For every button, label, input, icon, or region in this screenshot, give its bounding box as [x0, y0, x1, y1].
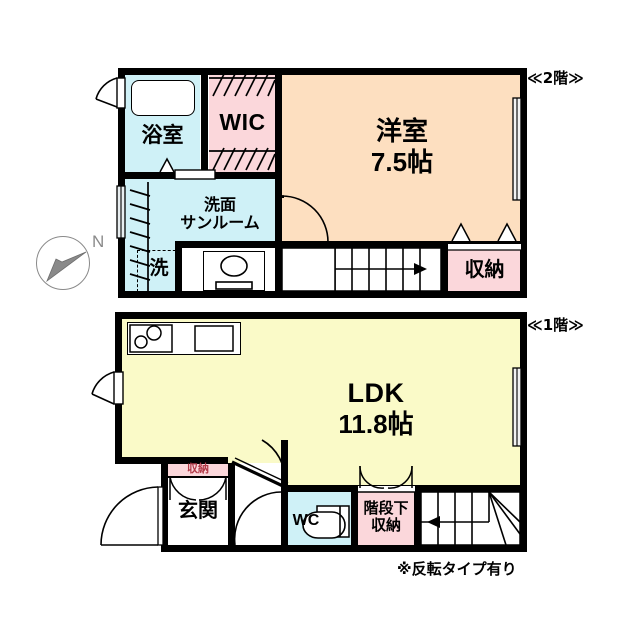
wall-2f-bath-bottom [118, 172, 208, 179]
mirrored-type-note: ※反転タイプ有り [397, 560, 517, 578]
label-laundry: 洗 [149, 257, 169, 279]
wall-2f-left [118, 68, 125, 298]
wall-2f-stair-top [282, 241, 527, 248]
wall-1f-left-upper [115, 312, 122, 463]
stair-area-2f [282, 247, 448, 294]
wall-1f-lower-strip-top [281, 485, 521, 492]
stair-area-1f [421, 492, 521, 552]
room-fill-ldk-ext [288, 440, 521, 488]
label-ldk: LDK [347, 378, 405, 408]
wall-2f-wic-bottom [201, 172, 282, 179]
room-fill-laundry [124, 247, 182, 294]
wall-1f-right [520, 312, 527, 552]
vanity-basin-icon [215, 255, 253, 290]
wall-1f-top [115, 312, 527, 319]
compass-rose: N [36, 232, 116, 296]
wall-2f-bath-wic [201, 68, 208, 179]
room-fill-understair [358, 492, 415, 552]
wall-1f-ldk-bottom-left [115, 457, 228, 464]
wall-1f-understair-right [414, 485, 421, 552]
label-wic: WIC [219, 109, 266, 135]
bathtub [131, 80, 195, 116]
wall-2f-bottom [118, 291, 527, 298]
label-washroom: 洗面 サンルーム [180, 195, 260, 232]
wall-1f-ldk-step [281, 440, 288, 492]
hall-1f [228, 486, 284, 552]
wall-2f-wic-bedroom [275, 68, 282, 179]
compass-north-label: N [92, 232, 105, 251]
wall-2f-left-lower [118, 241, 125, 298]
wall-1f-entrance-right [228, 463, 235, 552]
floor-label-2f: ≪2階≫ [527, 69, 584, 87]
wall-2f-top [118, 68, 527, 75]
label-entrance: 玄関 [178, 498, 218, 522]
wall-2f-laundry-right [175, 241, 182, 298]
front-door [100, 486, 164, 546]
label-bedroom: 洋室 [375, 117, 428, 147]
label-entrance-closet: 収納 [187, 462, 209, 475]
wall-2f-right [520, 68, 527, 298]
wall-2f-hall-bedroom [275, 172, 282, 247]
label-closet-2f: 収納 [464, 257, 505, 281]
wall-1f-entrance-left [161, 457, 168, 552]
room-fill-closet-2f [448, 247, 521, 294]
kitchen-appliance-icons [129, 324, 234, 353]
room-fill-entrance-closet [168, 462, 228, 476]
label-ldk-size: 11.8帖 [338, 409, 414, 439]
label-bedroom-size: 7.5帖 [370, 147, 434, 177]
floor-label-1f: ≪1階≫ [527, 316, 584, 334]
wall-2f-closet-left [441, 241, 448, 298]
compass-needle [46, 251, 87, 283]
wall-1f-bottom [161, 545, 527, 552]
label-understair: 階段下 収納 [363, 499, 409, 535]
compass-ring [36, 236, 90, 290]
washing-machine-box [137, 250, 181, 292]
wall-1f-toilet-left [281, 485, 288, 552]
wall-2f-washroom-bottom [175, 241, 282, 248]
label-toilet: WC [292, 512, 320, 529]
wall-2f-stair-left [275, 241, 282, 298]
label-bathroom: 浴室 [141, 123, 184, 147]
wall-1f-toilet-right [351, 485, 358, 552]
